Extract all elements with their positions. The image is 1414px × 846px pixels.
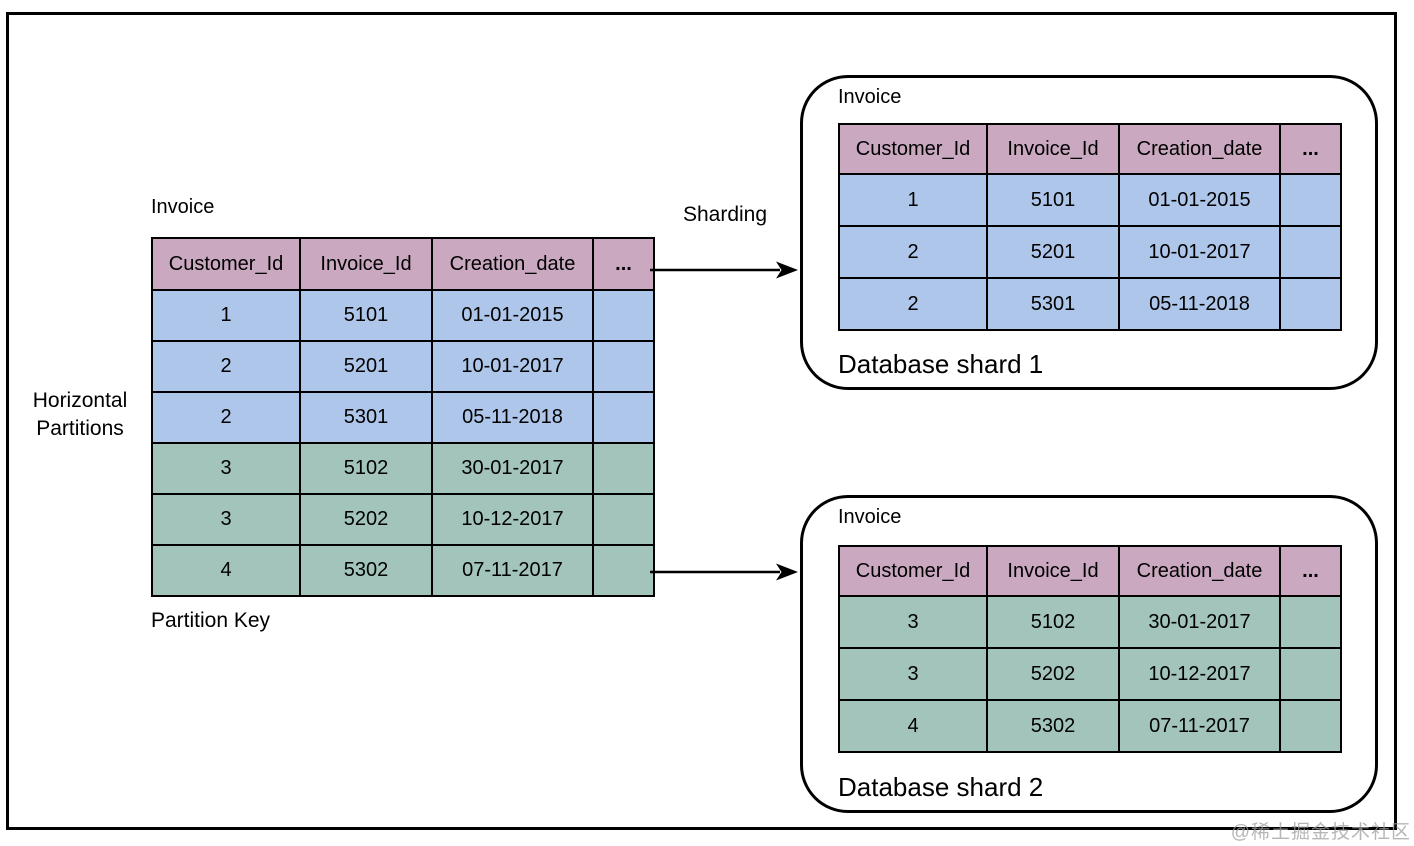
arrow-to-shard1 (650, 261, 798, 279)
table-cell: 5202 (299, 493, 433, 546)
table-cell: 10-12-2017 (1118, 647, 1281, 701)
table-cell (592, 391, 655, 444)
column-header: Invoice_Id (986, 545, 1120, 597)
table-cell: 3 (151, 493, 301, 546)
table-cell: 30-01-2017 (431, 442, 594, 495)
table-cell: 10-01-2017 (1118, 225, 1281, 279)
table-cell: 2 (838, 277, 988, 331)
table-cell: 4 (151, 544, 301, 597)
table-cell: 5102 (986, 595, 1120, 649)
table-cell (592, 493, 655, 546)
shard1-table-title: Invoice (838, 86, 902, 108)
table-cell: 30-01-2017 (1118, 595, 1281, 649)
column-header: ... (1279, 545, 1342, 597)
arrow-to-shard2 (650, 563, 798, 581)
table-cell: 07-11-2017 (1118, 699, 1281, 753)
table-cell: 3 (151, 442, 301, 495)
table-cell: 05-11-2018 (431, 391, 594, 444)
table-cell: 5301 (986, 277, 1120, 331)
table-cell (592, 544, 655, 597)
table-cell: 4 (838, 699, 988, 753)
column-header: Customer_Id (151, 237, 301, 291)
column-header: Invoice_Id (299, 237, 433, 291)
column-header: ... (592, 237, 655, 291)
table-cell (592, 442, 655, 495)
table-cell: 5102 (299, 442, 433, 495)
column-header: Invoice_Id (986, 123, 1120, 175)
table-cell: 2 (151, 391, 301, 444)
table-cell: 07-11-2017 (431, 544, 594, 597)
column-header: ... (1279, 123, 1342, 175)
column-header: Customer_Id (838, 123, 988, 175)
table-cell: 2 (151, 340, 301, 393)
table-cell: 10-12-2017 (431, 493, 594, 546)
table-cell: 5101 (986, 173, 1120, 227)
horizontal-partitions-label: Horizontal Partitions (32, 389, 128, 440)
shard2-table-title: Invoice (838, 506, 902, 528)
sharding-label: Sharding (682, 203, 768, 226)
table-cell: 5302 (299, 544, 433, 597)
shard2-caption: Database shard 2 (838, 772, 1044, 802)
table-cell: 01-01-2015 (431, 289, 594, 342)
table-cell: 10-01-2017 (431, 340, 594, 393)
table-cell: 01-01-2015 (1118, 173, 1281, 227)
table-cell: 5201 (986, 225, 1120, 279)
shard1-caption: Database shard 1 (838, 349, 1044, 379)
diagram-frame (6, 12, 1397, 830)
table-cell: 5202 (986, 647, 1120, 701)
table-cell (592, 340, 655, 393)
table-cell: 5302 (986, 699, 1120, 753)
table-cell (1279, 699, 1342, 753)
table-cell (1279, 595, 1342, 649)
table-cell (592, 289, 655, 342)
main-table-title: Invoice (151, 196, 215, 218)
table-cell: 2 (838, 225, 988, 279)
table-cell: 5101 (299, 289, 433, 342)
column-header: Creation_date (431, 237, 594, 291)
partition-key-label: Partition Key (151, 609, 271, 632)
table-cell: 3 (838, 647, 988, 701)
watermark: @稀土掘金技术社区 (1230, 822, 1411, 843)
table-cell (1279, 277, 1342, 331)
column-header: Creation_date (1118, 123, 1281, 175)
table-cell: 3 (838, 595, 988, 649)
table-cell: 1 (838, 173, 988, 227)
table-cell: 05-11-2018 (1118, 277, 1281, 331)
table-cell: 5301 (299, 391, 433, 444)
table-cell (1279, 225, 1342, 279)
table-cell (1279, 647, 1342, 701)
table-cell (1279, 173, 1342, 227)
table-cell: 1 (151, 289, 301, 342)
table-cell: 5201 (299, 340, 433, 393)
column-header: Customer_Id (838, 545, 988, 597)
column-header: Creation_date (1118, 545, 1281, 597)
